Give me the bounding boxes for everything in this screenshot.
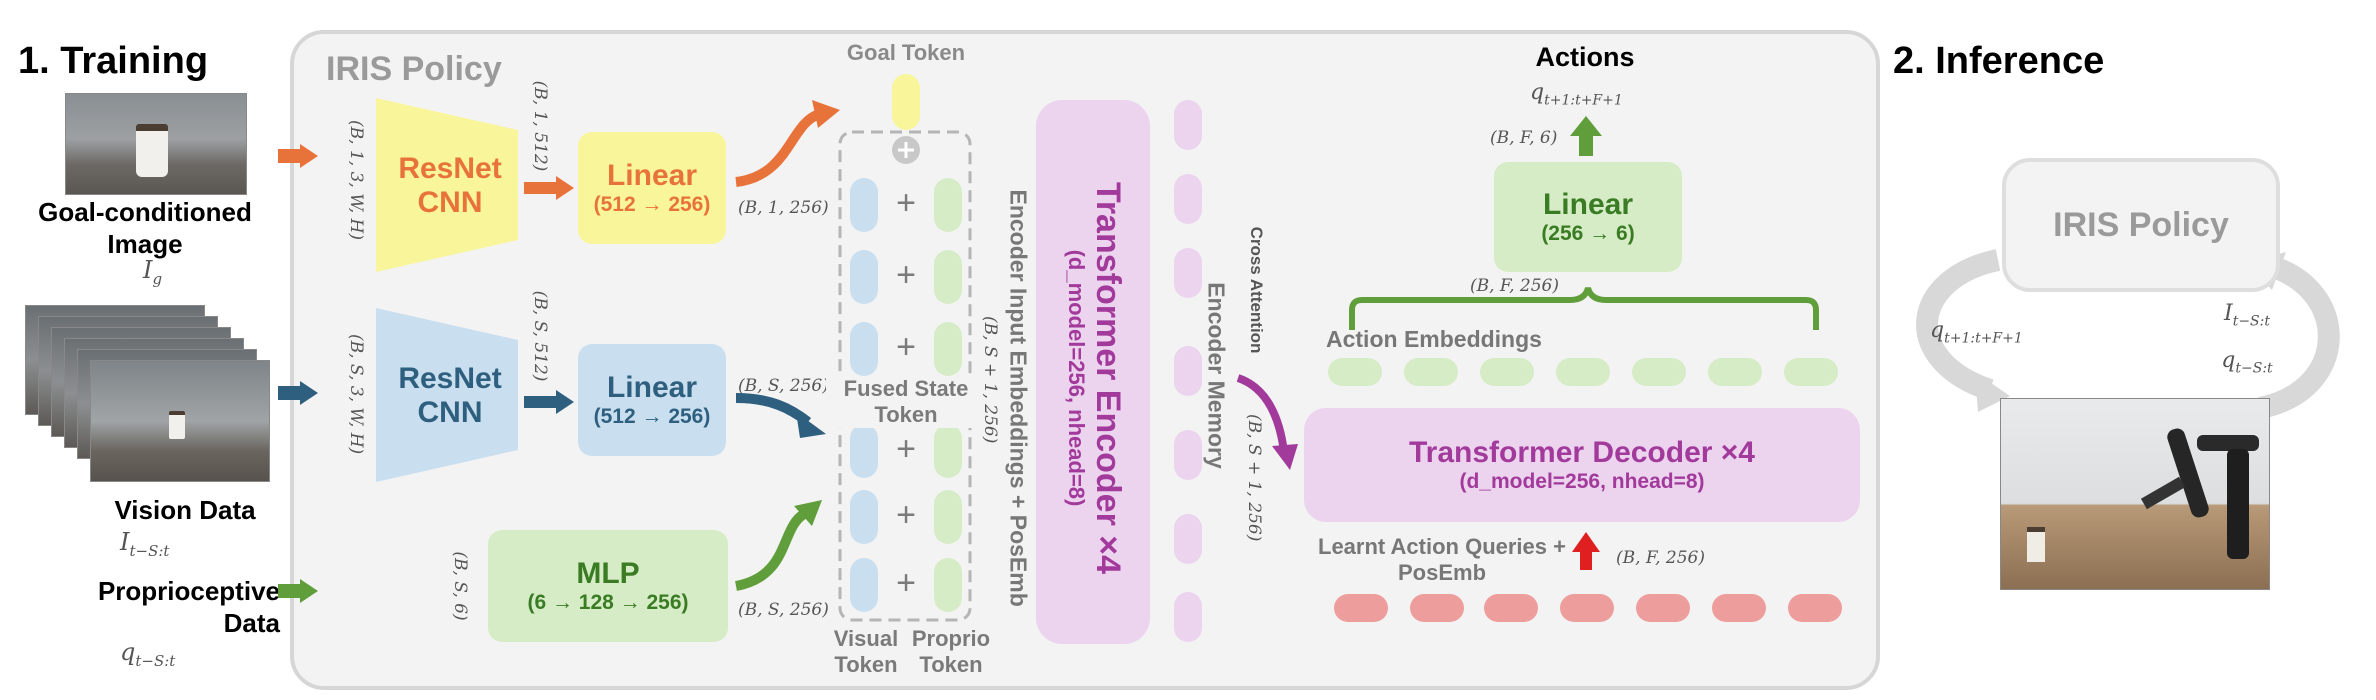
mlp-box: MLP (6 → 128 → 256) bbox=[488, 530, 728, 642]
cup-shape bbox=[136, 124, 168, 177]
training-title: 1. Training bbox=[18, 40, 209, 82]
inference-policy-box: IRIS Policy bbox=[2002, 158, 2280, 292]
dim-vis-cnn-out: (B, S, 512) bbox=[530, 290, 550, 382]
goal-token bbox=[892, 74, 920, 130]
proprio-symbol: qt−S:t bbox=[120, 638, 176, 670]
resnet-vision-trapezoid bbox=[376, 308, 518, 482]
cross-attention-arrow bbox=[1236, 374, 1288, 453]
encoder-memory-label: Encoder Memory bbox=[1203, 282, 1230, 469]
queries-label: Learnt Action Queries +PosEmb bbox=[1318, 534, 1566, 585]
goal-token-label: Goal Token bbox=[846, 40, 966, 65]
inference-loop-left bbox=[1916, 249, 2001, 401]
dim-out-lin: (B, F, 6) bbox=[1490, 128, 1558, 148]
encoder-input-label: Encoder Input Embeddings + PosEmb bbox=[1005, 189, 1032, 607]
dim-prop-out: (B, S, 256) bbox=[738, 600, 829, 620]
transformer-encoder-box bbox=[1036, 100, 1150, 644]
encoder-title: Transformer Encoder ×4 (d_model=256, nhe… bbox=[1064, 181, 1127, 575]
goal-to-token-arrow bbox=[735, 109, 822, 187]
linear-vision-box: Linear (512 → 256) bbox=[578, 344, 726, 456]
dim-enc-in: (B, S + 1, 256) bbox=[980, 316, 1000, 444]
actions-label: Actions bbox=[1535, 42, 1635, 72]
inference-loop-right bbox=[2257, 255, 2340, 419]
dim-goal-lin-out: (B, 1, 256) bbox=[738, 198, 829, 218]
linear-out-box: Linear (256 → 6) bbox=[1494, 162, 1682, 272]
linear-goal-box: Linear (512 → 256) bbox=[578, 132, 726, 244]
dim-vis-lin-out: (B, S, 256) bbox=[738, 376, 829, 396]
dim-prop-in: (B, S, 6) bbox=[450, 551, 470, 621]
dim-goal-in: (B, 1, 3, W, H) bbox=[346, 120, 366, 240]
inference-title: 2. Inference bbox=[1893, 40, 2105, 82]
dim-memory: (B, S + 1, 256) bbox=[1244, 414, 1264, 542]
resnet-goal-trapezoid bbox=[376, 98, 518, 272]
transformer-decoder-box: Transformer Decoder ×4 (d_model=256, nhe… bbox=[1304, 408, 1860, 522]
actions-symbol: qt+1:t+F+1 bbox=[1530, 80, 1623, 109]
dim-vis-in: (B, S, 3, W, H) bbox=[346, 334, 366, 455]
vision-symbol: It−S:t bbox=[120, 528, 170, 560]
dim-queries: (B, F, 256) bbox=[1616, 548, 1705, 568]
goal-image bbox=[65, 93, 247, 195]
robot-photo bbox=[2000, 398, 2270, 590]
vision-label: Vision Data bbox=[114, 495, 256, 525]
mlp-to-fused-arrow bbox=[734, 509, 808, 591]
dim-act-emb: (B, F, 256) bbox=[1470, 276, 1559, 296]
action-embeddings-brace bbox=[1349, 287, 1819, 330]
inference-out-symbol: qt+1:t+F+1 bbox=[1930, 318, 2023, 347]
policy-title: IRIS Policy bbox=[326, 50, 502, 88]
goal-symbol: Ig bbox=[143, 256, 163, 288]
dim-goal-cnn-out: (B, 1, 512) bbox=[530, 80, 550, 172]
cross-attention-label: Cross Attention bbox=[1247, 226, 1266, 354]
action-embeddings-label: Action Embeddings bbox=[1326, 326, 1542, 352]
